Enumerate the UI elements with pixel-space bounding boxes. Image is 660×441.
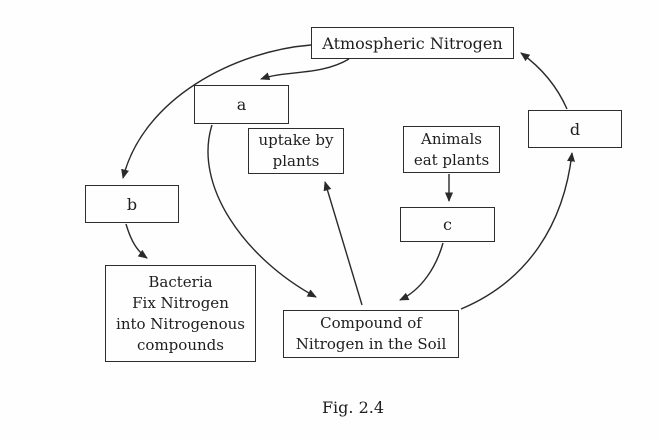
arrow-compound-to-d-icon	[460, 152, 576, 310]
arrow-b-to-bacteria-icon	[125, 223, 148, 259]
box-a: a	[194, 85, 289, 124]
figure-caption: Fig. 2.4	[321, 398, 385, 417]
box-c: c	[400, 207, 495, 242]
arrow-atmospheric-to-a-icon	[260, 58, 350, 81]
arrow-a-to-compound-icon	[207, 124, 317, 298]
box-bacteria-fix-nitrogen: Bacteria Fix Nitrogen into Nitrogenous c…	[105, 265, 256, 362]
arrow-compound-to-uptake-icon	[323, 181, 363, 306]
arrow-c-to-compound-icon	[399, 242, 444, 301]
box-d: d	[528, 110, 622, 148]
box-animals-eat-plants: Animals eat plants	[403, 126, 500, 173]
arrow-atmospheric-to-b-icon	[121, 44, 312, 179]
arrow-d-to-atmospheric-icon	[520, 52, 568, 110]
box-b: b	[85, 185, 179, 223]
box-atmospheric-nitrogen: Atmospheric Nitrogen	[311, 27, 514, 59]
box-compound-of-nitrogen-in-soil: Compound of Nitrogen in the Soil	[283, 310, 459, 358]
box-uptake-by-plants: uptake by plants	[248, 128, 344, 174]
